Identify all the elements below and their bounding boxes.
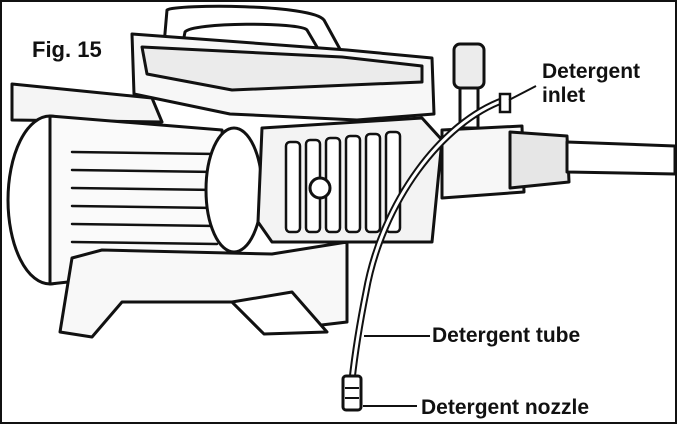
motor-cooling-fins [70, 150, 219, 246]
detergent-tube-label: Detergent tube [432, 324, 581, 347]
detergent-inlet-line-2: inlet [542, 84, 586, 107]
outlet-nut [508, 130, 571, 190]
detergent-inlet-label: Detergent inlet [542, 60, 640, 108]
base-foot [230, 290, 329, 336]
outlet-hose [565, 140, 675, 176]
detergent-inlet-fitting [498, 92, 512, 114]
pump-bolt [308, 176, 332, 200]
figure-label: Fig. 15 [32, 37, 102, 62]
detergent-nozzle-label: Detergent nozzle [421, 396, 590, 419]
inlet-leader [508, 85, 537, 101]
outlet-manifold [440, 124, 526, 200]
coupling-ring [204, 126, 264, 254]
detergent-nozzle [341, 374, 363, 412]
detergent-inlet-line-1: Detergent [542, 60, 641, 83]
left-shroud [10, 82, 164, 124]
pressure-knob [452, 42, 486, 90]
top-lid [140, 45, 424, 92]
